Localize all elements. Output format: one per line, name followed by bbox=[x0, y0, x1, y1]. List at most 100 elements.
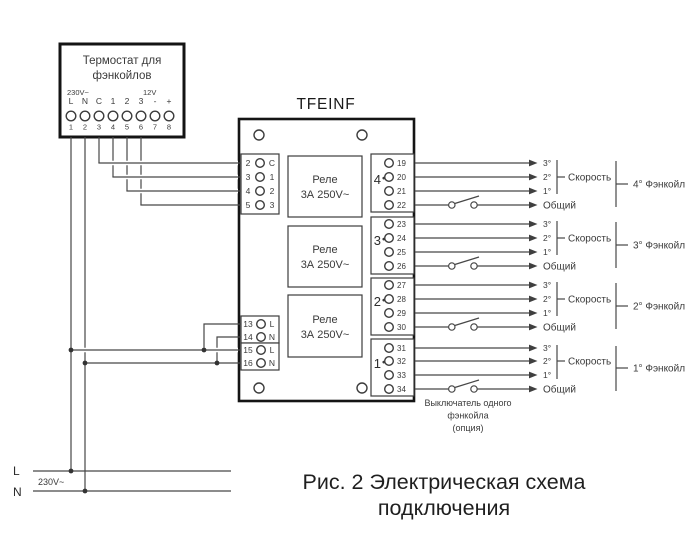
svg-text:1°: 1° bbox=[543, 308, 551, 318]
svg-text:1°: 1° bbox=[543, 370, 551, 380]
svg-text:фэнкойла: фэнкойла bbox=[447, 411, 488, 421]
svg-text:5: 5 bbox=[125, 123, 129, 132]
fan-label-3: 3° Фэнкойл bbox=[633, 241, 685, 252]
svg-text:3А 250V~: 3А 250V~ bbox=[301, 329, 350, 341]
relay-1: Реле 3А 250V~ bbox=[287, 155, 363, 218]
svg-text:2°: 2° bbox=[543, 233, 551, 243]
svg-text:21: 21 bbox=[397, 187, 406, 196]
svg-text:8: 8 bbox=[167, 123, 171, 132]
svg-text:3°: 3° bbox=[543, 280, 551, 290]
svg-text:1: 1 bbox=[69, 123, 73, 132]
speed-label-g1: Скорость bbox=[568, 357, 611, 368]
speed-bracket-g1 bbox=[556, 345, 565, 379]
switch-option-note: Выключатель одного фэнкойла (опция) bbox=[424, 398, 511, 433]
svg-text:27: 27 bbox=[397, 281, 406, 290]
svg-text:3°: 3° bbox=[543, 158, 551, 168]
svg-text:16: 16 bbox=[243, 358, 253, 368]
svg-text:34: 34 bbox=[397, 385, 406, 394]
svg-text:1: 1 bbox=[374, 356, 381, 371]
svg-text:22: 22 bbox=[397, 201, 406, 210]
speed-label-g3: Скорость bbox=[568, 234, 611, 245]
svg-text:C: C bbox=[269, 158, 275, 168]
svg-text:3°: 3° bbox=[543, 343, 551, 353]
svg-text:2: 2 bbox=[374, 294, 381, 309]
svg-text:19: 19 bbox=[397, 159, 406, 168]
svg-text:Реле: Реле bbox=[312, 174, 337, 186]
thermostat-title-line2: фэнкойлов bbox=[92, 70, 151, 82]
svg-text:3: 3 bbox=[97, 123, 101, 132]
svg-text:1°: 1° bbox=[543, 186, 551, 196]
svg-text:N: N bbox=[269, 358, 275, 368]
switch-group1 bbox=[415, 379, 538, 393]
svg-text:13: 13 bbox=[243, 319, 253, 329]
mains-labels: L N 230V~ bbox=[13, 464, 64, 499]
svg-text:6: 6 bbox=[139, 123, 143, 132]
relay-2: Реле 3А 250V~ bbox=[287, 225, 363, 288]
thermostat-box: Термостат для фэнкойлов 230V~ 12V L N C … bbox=[58, 42, 186, 139]
group4-dot: • bbox=[382, 174, 386, 185]
output-group-2: 3° 2° 1° Общий Скорость 2° Фэнкойл bbox=[415, 280, 685, 334]
figure-caption: Рис. 2 Электрическая схема подключения bbox=[303, 470, 586, 520]
letter-minus: - bbox=[154, 96, 157, 106]
svg-text:3°: 3° bbox=[543, 219, 551, 229]
svg-text:30: 30 bbox=[397, 323, 406, 332]
svg-text:Выключатель одного: Выключатель одного bbox=[424, 398, 511, 408]
mains-voltage-label: 230V~ bbox=[38, 477, 64, 487]
fan-label-4: 4° Фэнкойл bbox=[633, 180, 685, 191]
fan-bracket-g4 bbox=[615, 161, 628, 207]
output-group-3: 3° 2° 1° Общий Скорость 3° Фэнкойл bbox=[415, 219, 685, 273]
svg-text:14: 14 bbox=[243, 332, 253, 342]
power-branch-wires bbox=[71, 323, 241, 364]
svg-text:4: 4 bbox=[374, 172, 381, 187]
svg-text:Реле: Реле bbox=[312, 314, 337, 326]
group1-dot: • bbox=[382, 358, 386, 369]
tfeinf-left-bottom-terminals: 13 L 14 N 15 L 16 N bbox=[240, 315, 280, 371]
fan-bracket-g1 bbox=[615, 346, 628, 391]
thermostat-12v-label: 12V bbox=[143, 88, 156, 97]
thermostat-feed-wires bbox=[70, 137, 241, 491]
svg-text:2°: 2° bbox=[543, 356, 551, 366]
mains-n-label: N bbox=[13, 485, 22, 499]
fan-bracket-g3 bbox=[615, 222, 628, 268]
switch-group4 bbox=[415, 195, 538, 209]
letter-C: C bbox=[96, 96, 102, 106]
common-label-g3: Общий bbox=[543, 261, 576, 273]
svg-text:L: L bbox=[270, 319, 275, 329]
fan-label-1: 1° Фэнкойл bbox=[633, 364, 685, 375]
svg-text:25: 25 bbox=[397, 248, 406, 257]
thermostat-title-line1: Термостат для bbox=[83, 55, 162, 67]
svg-text:31: 31 bbox=[397, 344, 406, 353]
svg-text:15: 15 bbox=[243, 345, 253, 355]
output-group-1: 3° 2° 1° Общий Скорость 1° Фэнкойл bbox=[415, 343, 685, 396]
thermostat-outline bbox=[58, 42, 186, 139]
speed-bracket-g2 bbox=[556, 282, 565, 316]
svg-text:7: 7 bbox=[153, 123, 157, 132]
svg-text:1°: 1° bbox=[543, 247, 551, 257]
tfeinf-right-terminals-group2: 2 • 27 28 29 30 bbox=[370, 277, 415, 336]
svg-text:26: 26 bbox=[397, 262, 406, 271]
svg-text:33: 33 bbox=[397, 371, 406, 380]
svg-text:4: 4 bbox=[111, 123, 115, 132]
svg-text:2°: 2° bbox=[543, 294, 551, 304]
mains-lines bbox=[33, 470, 231, 492]
svg-text:3: 3 bbox=[270, 200, 275, 210]
speed-label-g4: Скорость bbox=[568, 173, 611, 184]
svg-text:3: 3 bbox=[374, 233, 381, 248]
speed-bracket-g3 bbox=[556, 221, 565, 255]
letter-plus: + bbox=[167, 96, 172, 106]
common-label-g4: Общий bbox=[543, 200, 576, 212]
svg-text:23: 23 bbox=[397, 220, 406, 229]
letter-2: 2 bbox=[125, 96, 130, 106]
output-group-4: 3° 2° 1° Общий Скорость 4° Фэнкойл bbox=[415, 158, 685, 212]
thermostat-230v-label: 230V~ bbox=[67, 88, 90, 97]
svg-text:2: 2 bbox=[83, 123, 87, 132]
speed-label-g2: Скорость bbox=[568, 295, 611, 306]
caption-line1: Рис. 2 Электрическая схема bbox=[303, 470, 586, 494]
group3-dot: • bbox=[382, 235, 386, 246]
svg-text:28: 28 bbox=[397, 295, 406, 304]
svg-text:29: 29 bbox=[397, 309, 406, 318]
svg-text:1: 1 bbox=[270, 172, 275, 182]
letter-L: L bbox=[69, 96, 74, 106]
